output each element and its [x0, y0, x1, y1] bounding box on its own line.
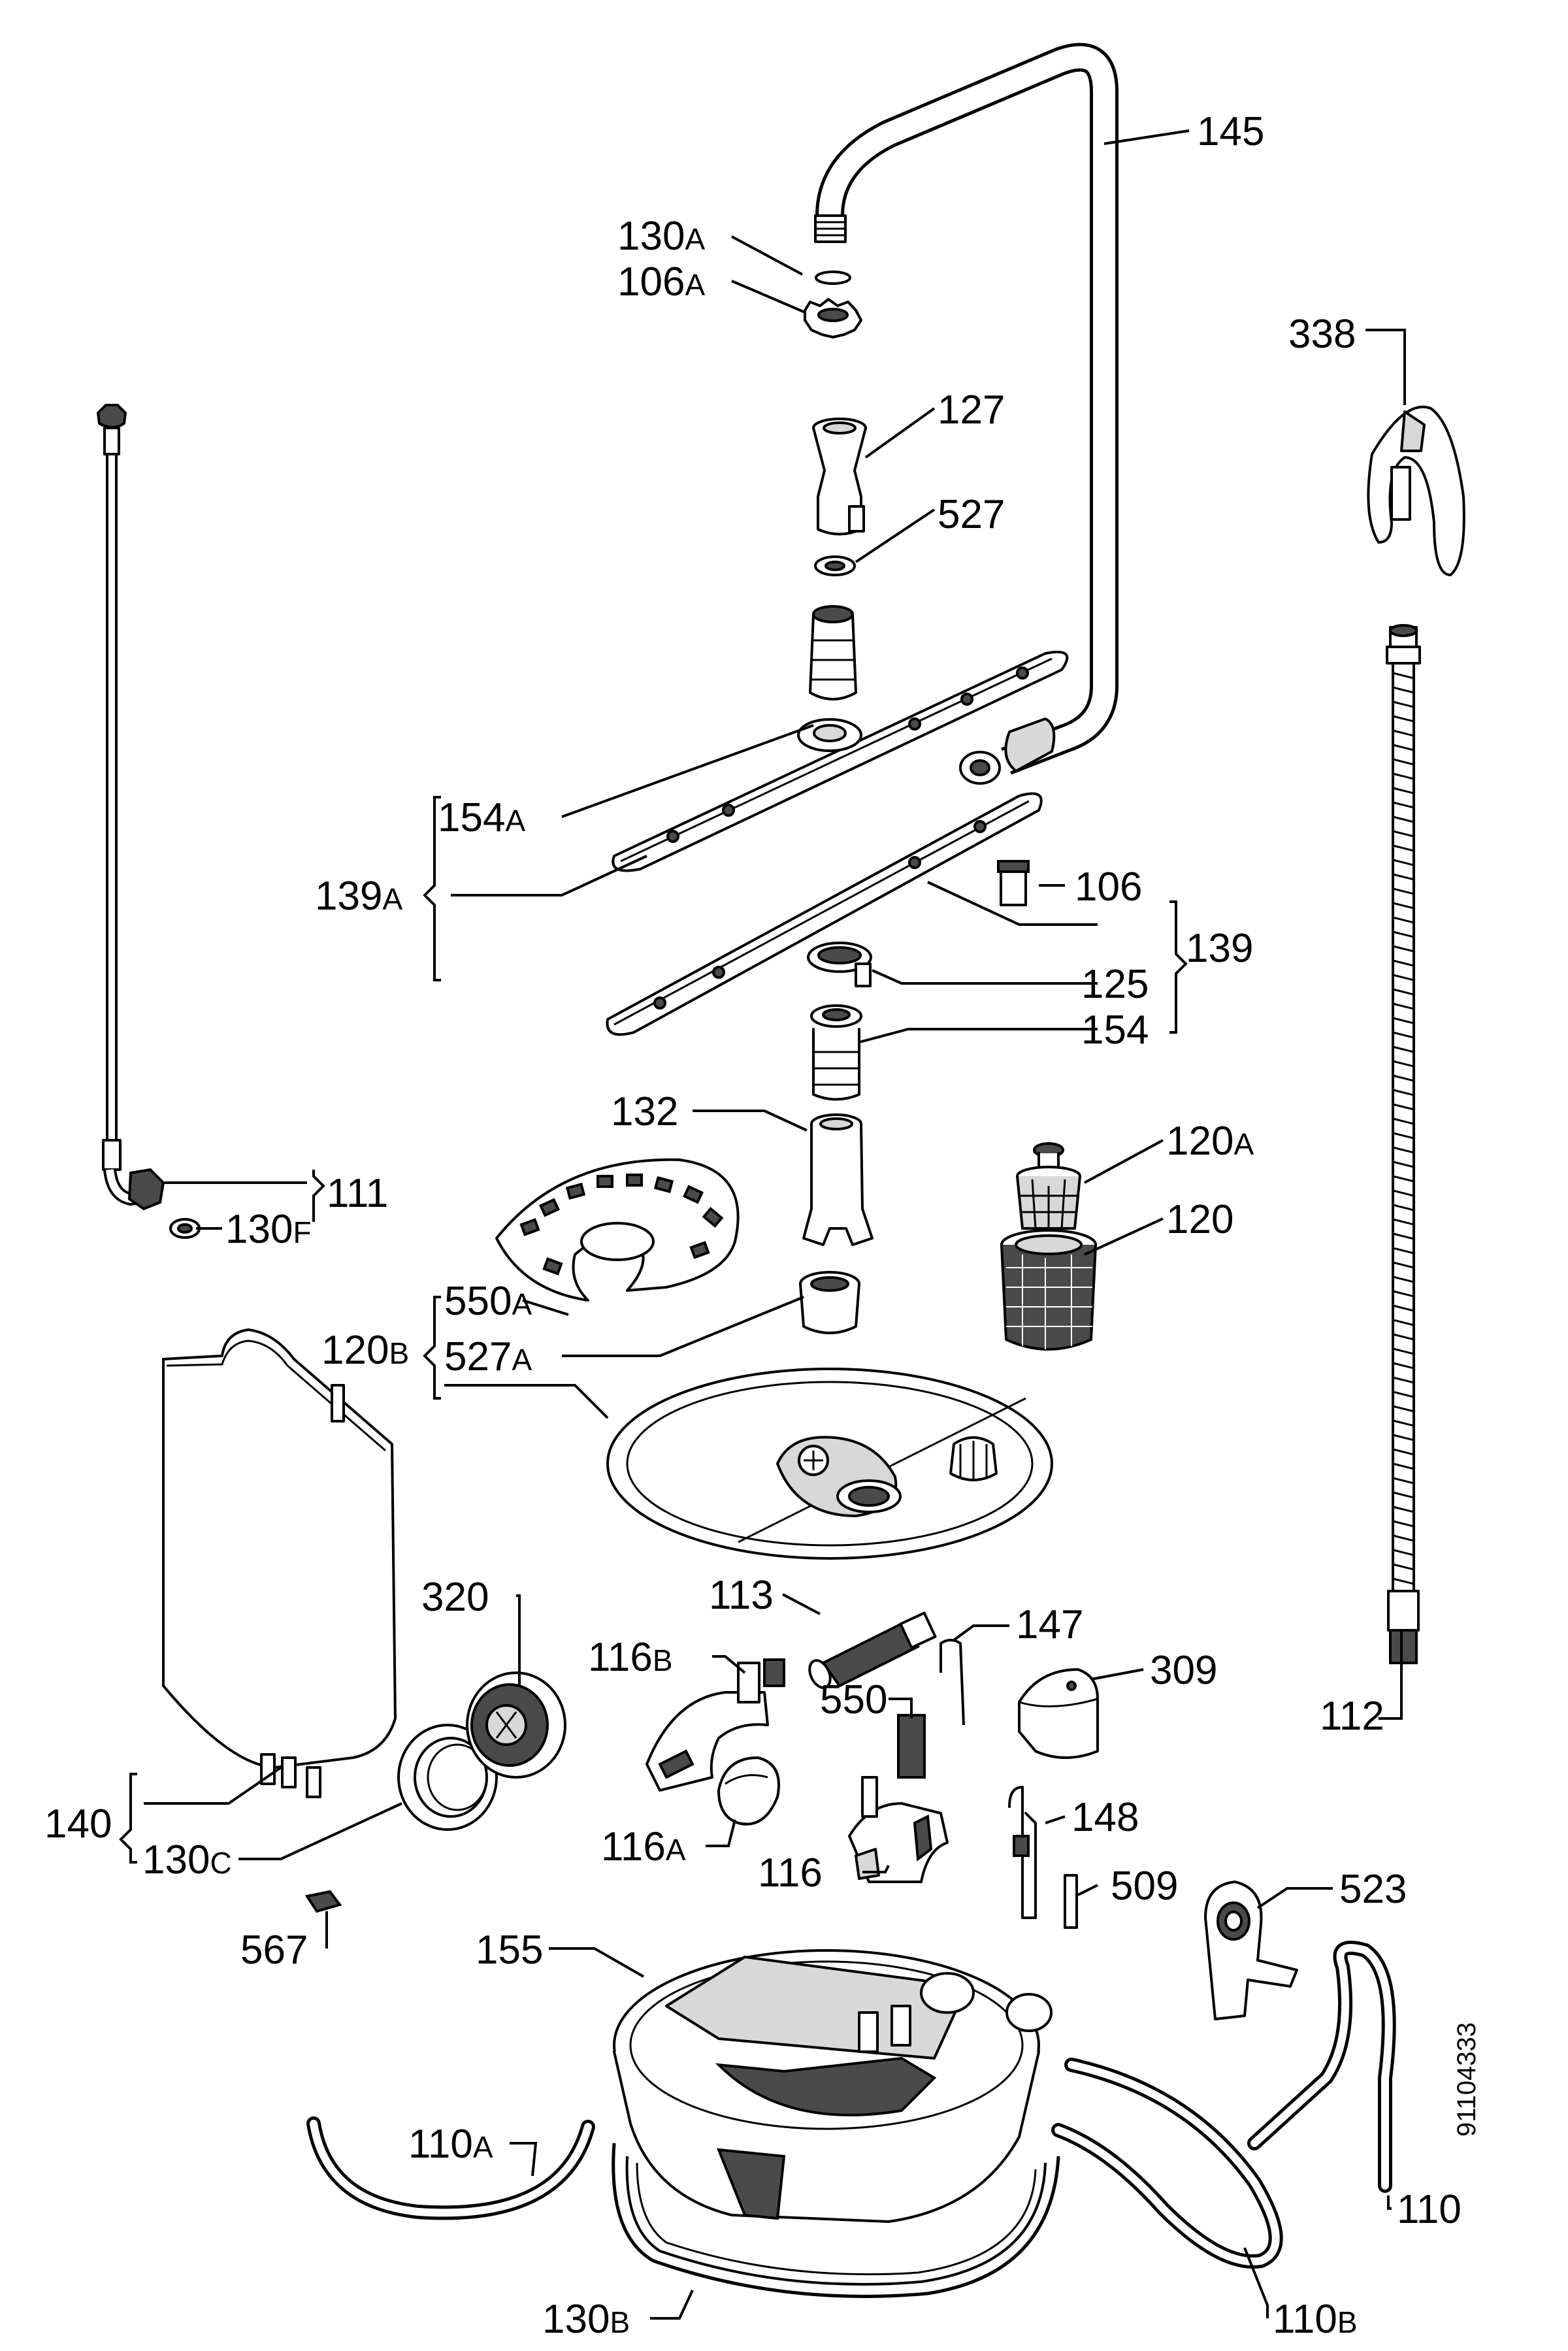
label-130f: 130F: [225, 1207, 312, 1252]
label-523: 523: [1339, 1867, 1407, 1912]
part-155-sump-base: [613, 1949, 1053, 2223]
part-154a-upper-spray-arm: [612, 605, 1069, 872]
part-550-block: [897, 1714, 926, 1779]
part-111-water-inlet-pipe: [96, 404, 165, 1211]
label-110: 110: [1397, 2187, 1462, 2232]
part-148-lever: [1008, 1786, 1037, 1919]
label-120: 120: [1166, 1197, 1233, 1242]
part-130b-large-seal-ring: [612, 2143, 1060, 2298]
part-130c-seal-ring: [397, 1724, 498, 1831]
label-125: 125: [1081, 962, 1149, 1007]
label-130a: 130A: [617, 214, 705, 259]
label-110b: 110B: [1273, 2297, 1358, 2342]
label-111: 111: [327, 1171, 388, 1216]
label-338: 338: [1288, 312, 1356, 357]
part-132-tube: [802, 1113, 874, 1246]
label-110a: 110A: [408, 2122, 493, 2167]
part-130f-seal: [169, 1218, 201, 1239]
label-309: 309: [1150, 1648, 1217, 1693]
part-527a-connector: [799, 1271, 860, 1334]
part-140-softener-container: [162, 1328, 397, 1798]
part-567-clip: [304, 1890, 342, 1913]
document-id: 91104333: [1452, 2022, 1481, 2137]
label-112: 112: [1320, 1694, 1384, 1739]
label-132: 132: [611, 1089, 678, 1134]
label-130c: 130C: [142, 1837, 232, 1882]
label-154: 154: [1081, 1008, 1149, 1053]
label-527: 527: [938, 492, 1005, 537]
part-338-hose-holder: [1367, 405, 1465, 576]
part-147-spring-wire: [939, 1639, 965, 1726]
label-140: 140: [44, 1801, 112, 1847]
part-112-corrugated-hose: [1386, 624, 1421, 1664]
label-120b: 120B: [321, 1328, 409, 1373]
label-509: 509: [1111, 1864, 1178, 1909]
part-550a-perforated-plate: [495, 1158, 740, 1302]
part-309-cap: [1018, 1668, 1099, 1759]
label-320: 320: [421, 1575, 489, 1620]
label-106a: 106A: [617, 259, 705, 304]
label-106: 106: [1075, 864, 1142, 910]
label-145: 145: [1197, 109, 1264, 154]
label-550: 550: [820, 1677, 887, 1722]
label-116a: 116A: [601, 1824, 686, 1869]
part-106a-nut: [804, 298, 862, 338]
label-139: 139: [1186, 926, 1253, 971]
label-139a: 139A: [315, 874, 402, 919]
label-567: 567: [240, 1928, 308, 1973]
label-154a: 154A: [438, 795, 525, 840]
label-550a: 550A: [444, 1279, 532, 1324]
part-145-upper-spray-pipe: [814, 42, 1119, 785]
label-116b: 116B: [588, 1635, 673, 1680]
label-116: 116: [758, 1850, 823, 1896]
label-527a: 527A: [444, 1334, 532, 1379]
part-120b-filter-plate: [606, 1368, 1053, 1560]
part-120-filter-basket: [1000, 1229, 1097, 1351]
part-130a-o-ring: [815, 271, 851, 285]
part-527-ring: [814, 555, 856, 576]
part-113-connector-hose: [808, 1611, 937, 1689]
label-148: 148: [1071, 1795, 1139, 1840]
leader-lines: [119, 129, 1406, 2320]
part-127-spray-arm-hub: [812, 418, 867, 536]
part-116-valve-body: [848, 1776, 949, 1883]
part-523-bracket: [1204, 1881, 1298, 2020]
part-106-clip: [997, 860, 1030, 906]
part-125-ring: [807, 942, 872, 987]
label-127: 127: [938, 387, 1005, 433]
label-113: 113: [709, 1573, 774, 1618]
part-320-cap: [466, 1671, 566, 1779]
part-154-lower-hub: [810, 1004, 862, 1101]
label-130b: 130B: [542, 2297, 630, 2342]
part-116a-flap: [717, 1756, 780, 1826]
part-139-lower-spray-arm: [606, 792, 1043, 1036]
part-509-pin: [1064, 1874, 1078, 1929]
label-147: 147: [1016, 1602, 1083, 1647]
label-120a: 120A: [1166, 1119, 1254, 1164]
label-155: 155: [476, 1928, 543, 1973]
